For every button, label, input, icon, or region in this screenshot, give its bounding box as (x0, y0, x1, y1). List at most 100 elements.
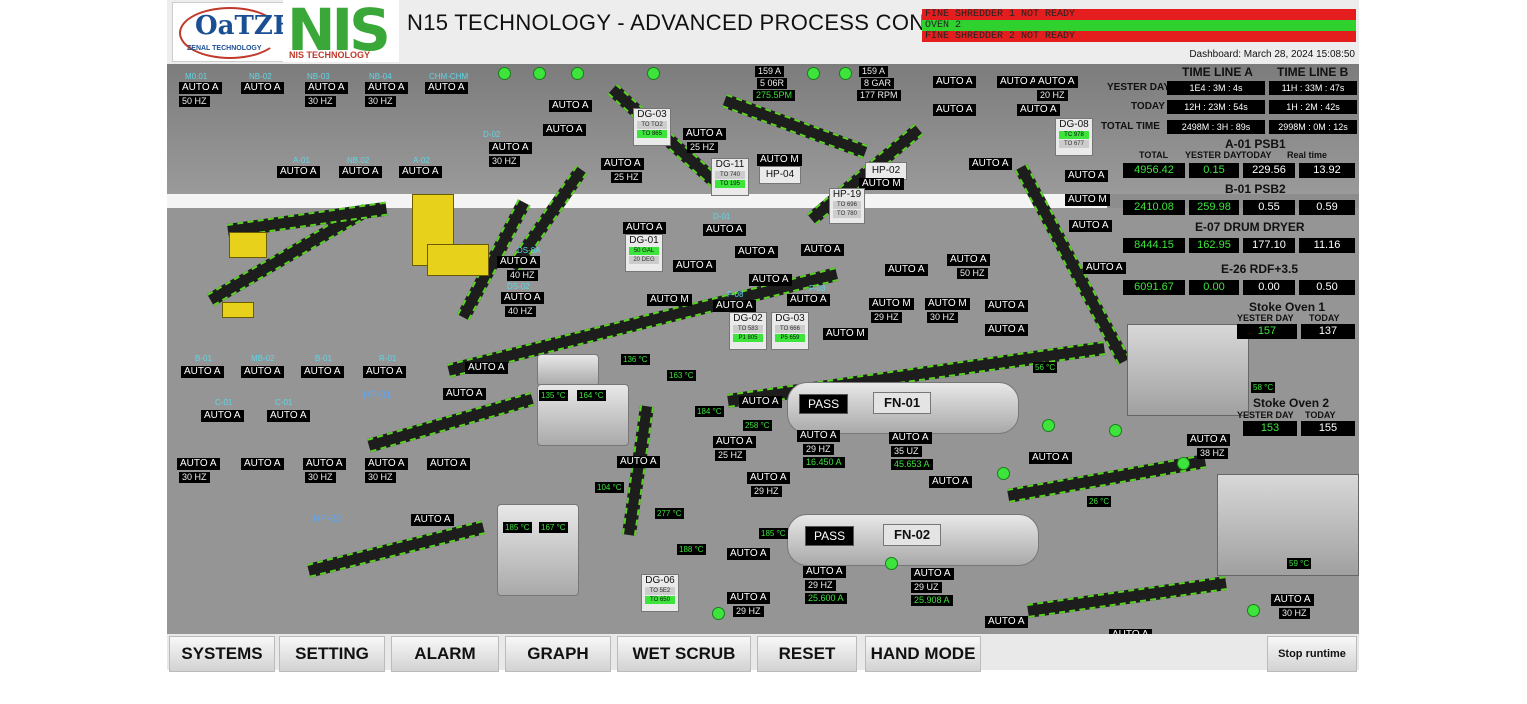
mode-badge[interactable]: AUTO A (997, 76, 1040, 88)
mode-badge[interactable]: AUTO M (647, 294, 692, 306)
status-dot (807, 67, 820, 80)
psb2-realtime: 0.59 (1299, 200, 1355, 215)
mode-badge[interactable]: AUTO A (1065, 170, 1108, 182)
alarm-button[interactable]: ALARM (391, 636, 499, 672)
mode-badge[interactable]: AUTO A (703, 224, 746, 236)
mode-badge[interactable]: AUTO M (925, 298, 970, 310)
equipment-tag: MB-02 (251, 354, 275, 363)
mode-badge[interactable]: AUTO M (859, 178, 904, 190)
mode-badge[interactable]: AUTO A (241, 458, 284, 470)
mode-badge[interactable]: AUTO A (803, 566, 846, 578)
mode-badge[interactable]: AUTO A (969, 158, 1012, 170)
mode-badge[interactable]: AUTO A (177, 458, 220, 470)
alarm-item[interactable]: OVEN 2 (922, 20, 1356, 31)
mode-badge[interactable]: AUTO A (443, 388, 486, 400)
alarm-item[interactable]: FINE SHREDDER 1 NOT READY (922, 9, 1356, 20)
mode-badge[interactable]: AUTO A (201, 410, 244, 422)
mode-badge[interactable]: AUTO A (747, 472, 790, 484)
mode-badge[interactable]: AUTO A (801, 244, 844, 256)
mode-badge[interactable]: AUTO M (757, 154, 802, 166)
mode-badge[interactable]: AUTO A (1035, 76, 1078, 88)
mode-badge[interactable]: AUTO A (1069, 220, 1112, 232)
pass-button-line2[interactable]: PASS (805, 526, 855, 546)
mode-badge[interactable]: AUTO A (713, 300, 756, 312)
frequency-readout: 50 HZ (957, 268, 988, 279)
mode-badge[interactable]: AUTO A (305, 82, 348, 94)
mode-badge[interactable]: AUTO A (1029, 452, 1072, 464)
mode-badge[interactable]: AUTO A (929, 476, 972, 488)
mode-badge[interactable]: AUTO A (947, 254, 990, 266)
mode-badge[interactable]: AUTO A (411, 514, 454, 526)
mode-badge[interactable]: AUTO M (823, 328, 868, 340)
mode-badge[interactable]: AUTO A (465, 362, 508, 374)
alarm-item[interactable]: FINE SHREDDER 2 NOT READY (922, 31, 1356, 42)
hand-mode-button[interactable]: HAND MODE (865, 636, 981, 672)
mode-badge[interactable]: AUTO A (985, 300, 1028, 312)
mode-badge[interactable]: AUTO A (797, 430, 840, 442)
mode-badge[interactable]: AUTO A (739, 396, 782, 408)
mode-badge[interactable]: AUTO A (301, 366, 344, 378)
mode-badge[interactable]: AUTO A (363, 366, 406, 378)
mode-badge[interactable]: AUTO A (727, 592, 770, 604)
mode-badge[interactable]: AUTO A (181, 366, 224, 378)
mode-badge[interactable]: AUTO A (617, 456, 660, 468)
mode-badge[interactable]: AUTO A (985, 616, 1028, 628)
mode-badge[interactable]: AUTO A (1083, 262, 1126, 274)
mode-badge[interactable]: AUTO M (1065, 194, 1110, 206)
hp04-label: HP-04 (759, 166, 801, 184)
setting-button[interactable]: SETTING (279, 636, 385, 672)
mode-badge[interactable]: AUTO A (623, 222, 666, 234)
mode-badge[interactable]: AUTO A (489, 142, 532, 154)
mode-badge[interactable]: AUTO A (179, 82, 222, 94)
mode-badge[interactable]: AUTO A (425, 82, 468, 94)
mode-badge[interactable]: AUTO A (683, 128, 726, 140)
temperature-readout: 258 °C (743, 420, 772, 431)
mode-badge[interactable]: AUTO A (673, 260, 716, 272)
fan-fn01[interactable]: FN-01 (873, 392, 932, 414)
mode-badge[interactable]: AUTO A (735, 246, 778, 258)
fan-fn02[interactable]: FN-02 (883, 524, 942, 546)
status-dot (533, 67, 546, 80)
mode-badge[interactable]: AUTO A (543, 124, 586, 136)
mode-badge[interactable]: AUTO A (399, 166, 442, 178)
mode-badge[interactable]: AUTO A (497, 256, 540, 268)
mode-badge[interactable]: AUTO A (339, 166, 382, 178)
mode-badge[interactable]: AUTO A (1271, 594, 1314, 606)
mode-badge[interactable]: AUTO A (933, 76, 976, 88)
mode-badge[interactable]: AUTO A (911, 568, 954, 580)
pass-button-line1[interactable]: PASS (799, 394, 849, 414)
mode-badge[interactable]: AUTO A (1187, 434, 1230, 446)
mode-badge[interactable]: AUTO A (1017, 104, 1060, 116)
mode-badge[interactable]: AUTO A (365, 82, 408, 94)
mode-badge[interactable]: AUTO A (787, 294, 830, 306)
mode-badge[interactable]: AUTO A (985, 324, 1028, 336)
mode-badge[interactable]: AUTO M (869, 298, 914, 310)
temperature-readout: 135 °C (539, 390, 568, 401)
logo-left-sub: ZENAL TECHNOLOGY (187, 45, 262, 52)
frequency-readout: 38 HZ (1197, 448, 1228, 459)
mode-badge[interactable]: AUTO A (713, 436, 756, 448)
reset-button[interactable]: RESET (757, 636, 857, 672)
mode-badge[interactable]: AUTO A (889, 432, 932, 444)
mode-badge[interactable]: AUTO A (277, 166, 320, 178)
mode-badge[interactable]: AUTO A (303, 458, 346, 470)
mode-badge[interactable]: AUTO A (1109, 629, 1152, 634)
graph-button[interactable]: GRAPH (505, 636, 611, 672)
stop-runtime-button[interactable]: Stop runtime (1267, 636, 1357, 672)
mode-badge[interactable]: AUTO A (749, 274, 792, 286)
systems-button[interactable]: SYSTEMS (169, 636, 275, 672)
mode-badge[interactable]: AUTO A (549, 100, 592, 112)
temperature-readout: 58 °C (1251, 382, 1276, 393)
wet-scrub-button[interactable]: WET SCRUB (617, 636, 751, 672)
mode-badge[interactable]: AUTO A (885, 264, 928, 276)
mode-badge[interactable]: AUTO A (267, 410, 310, 422)
mode-badge[interactable]: AUTO A (365, 458, 408, 470)
mode-badge[interactable]: AUTO A (241, 366, 284, 378)
mode-badge[interactable]: AUTO A (427, 458, 470, 470)
mode-badge[interactable]: AUTO A (727, 548, 770, 560)
mode-badge[interactable]: AUTO A (241, 82, 284, 94)
rdf-today: 0.00 (1243, 280, 1295, 295)
mode-badge[interactable]: AUTO A (933, 104, 976, 116)
mode-badge[interactable]: AUTO A (501, 292, 544, 304)
mode-badge[interactable]: AUTO A (601, 158, 644, 170)
